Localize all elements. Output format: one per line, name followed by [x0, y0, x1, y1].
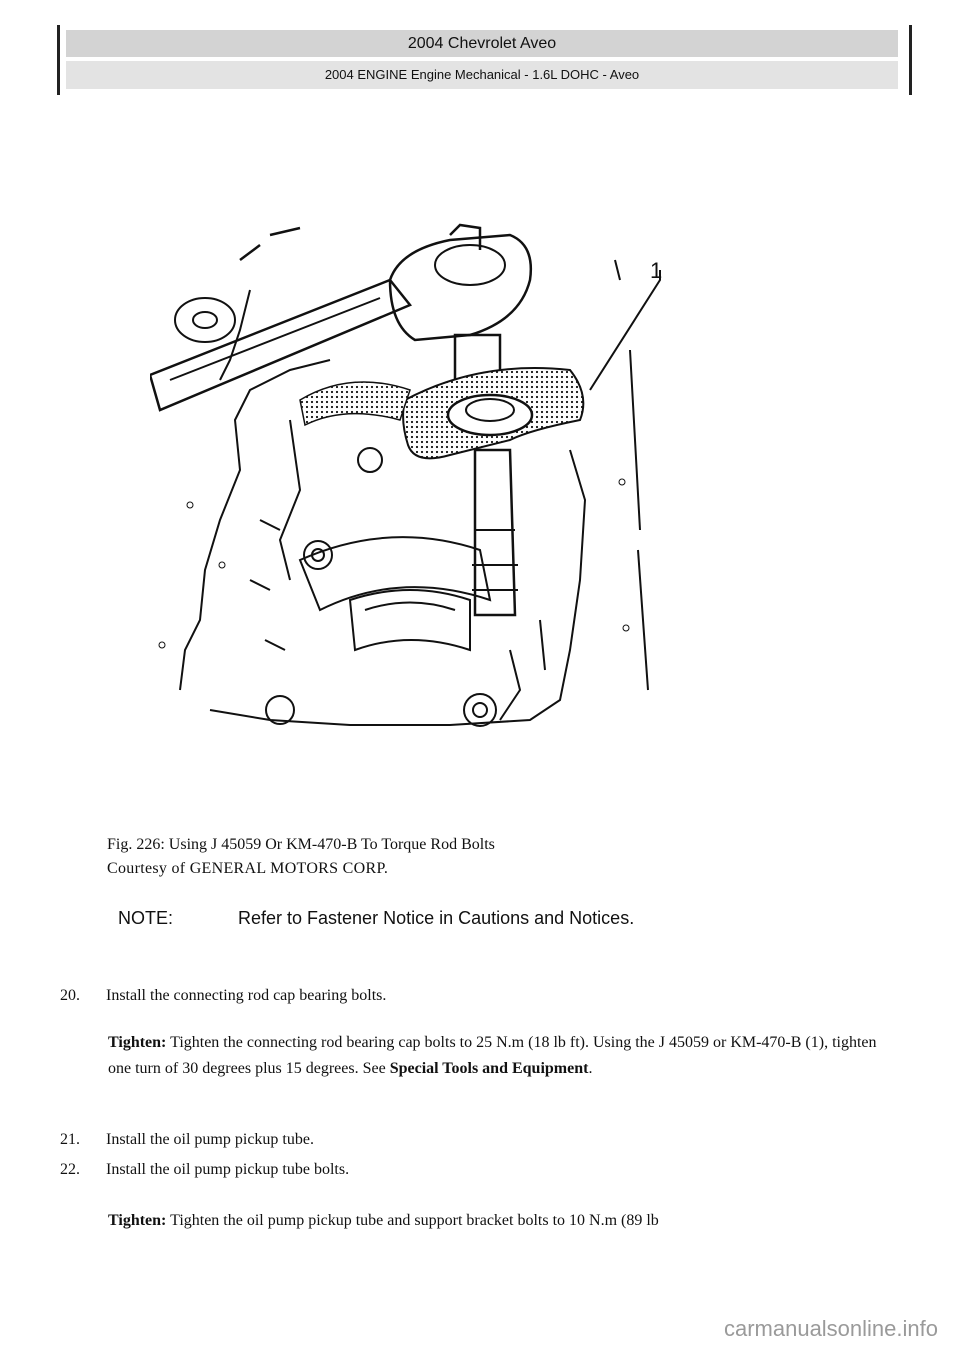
- tighten-end: .: [588, 1060, 593, 1077]
- tighten-label: Tighten:: [108, 1034, 167, 1051]
- step-22: 22. Install the oil pump pickup tube bolt…: [60, 1157, 349, 1183]
- tighten-instruction-rod-bolts: Tighten: Tighten the connecting rod bear…: [108, 1030, 903, 1082]
- tighten-label: Tighten:: [108, 1212, 167, 1229]
- tighten-text: Tighten the connecting rod bearing cap b…: [108, 1034, 877, 1077]
- step-number: 20.: [60, 987, 80, 1004]
- tighten-text: Tighten the oil pump pickup tube and sup…: [166, 1212, 659, 1229]
- figure-small-marks: [158, 478, 630, 649]
- gauge-arm: [299, 381, 411, 427]
- engine-block-drawing: [150, 223, 661, 727]
- step-21: 21. Install the oil pump pickup tube.: [60, 1127, 314, 1153]
- special-tools-link[interactable]: Special Tools and Equipment: [389, 1060, 589, 1077]
- step-text: Install the oil pump pickup tube bolts.: [106, 1161, 350, 1178]
- figure-courtesy: Courtesy of GENERAL MOTORS CORP.: [107, 860, 389, 877]
- step-number: 22.: [60, 1161, 80, 1178]
- figure-caption: Fig. 226: Using J 45059 Or KM-470-B To T…: [107, 833, 495, 881]
- figure-caption-title: Fig. 226: Using J 45059 Or KM-470-B To T…: [107, 836, 495, 853]
- step-number: 21.: [60, 1131, 80, 1148]
- step-text: Install the connecting rod cap bearing b…: [106, 987, 387, 1004]
- callout-1: 1: [650, 258, 662, 283]
- page-header-title: 2004 Chevrolet Aveo: [66, 30, 898, 57]
- torque-angle-figure: 1: [150, 223, 662, 727]
- step-text: Install the oil pump pickup tube.: [106, 1131, 314, 1148]
- watermark-text: carmanualsonline.info: [723, 1316, 938, 1341]
- tighten-instruction-pickup-tube: Tighten: Tighten the oil pump pickup tub…: [108, 1208, 903, 1234]
- page-header-subtitle: 2004 ENGINE Engine Mechanical - 1.6L DOH…: [66, 61, 898, 89]
- note-label: NOTE:: [118, 908, 174, 928]
- step-20: 20. Install the connecting rod cap bearin…: [60, 983, 386, 1009]
- header-frame: [57, 25, 912, 95]
- note-text: Refer to Fastener Notice in Cautions and…: [238, 908, 635, 928]
